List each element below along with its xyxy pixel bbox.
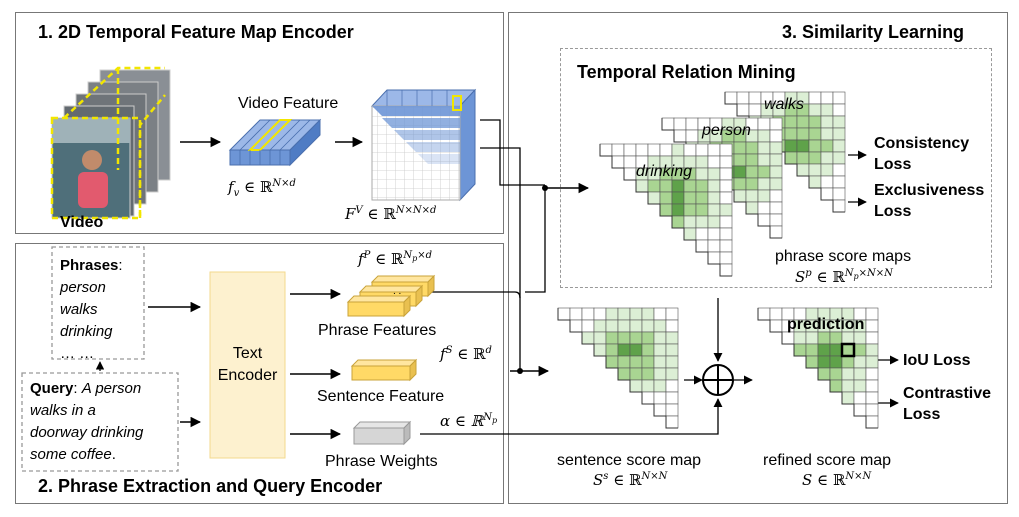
phrase-map-drinking	[599, 143, 733, 277]
text-encoder-box	[209, 271, 286, 459]
phrases-text: Phrases: person walks drinking … …	[60, 255, 123, 365]
person-shirt	[78, 172, 108, 208]
map-word-walks: walks	[764, 96, 805, 113]
phrase-extraction-panel	[15, 243, 504, 504]
phrase-score-maps-label: phrase score maps	[775, 248, 912, 265]
query-text: Query: A person walks in a doorway drink…	[30, 380, 144, 463]
map-word-drinking: drinking	[636, 163, 693, 180]
Ss-formula: Ss ∈ ℝN×N	[593, 471, 668, 489]
video-label: Video	[60, 214, 104, 231]
video-feature-label: Video Feature	[238, 95, 339, 112]
refined-score-map-label: refined score map	[763, 452, 892, 469]
sentence-score-map	[557, 307, 679, 429]
phrase-features-blocks: . .	[346, 274, 436, 318]
prediction-cell	[840, 342, 856, 358]
relation-mining-title: Temporal Relation Mining	[577, 62, 796, 82]
fv-formula: fv ∈ ℝN×d	[228, 178, 296, 199]
video-feature-bar	[228, 118, 322, 167]
query-box	[21, 372, 179, 472]
sentence-feature-block	[350, 358, 418, 382]
phrase-ellipsis: … …	[60, 345, 95, 362]
phrase-item-walks: walks	[60, 301, 98, 318]
iou-loss: IoU Loss	[903, 352, 971, 369]
fS-formula: fS ∈ ℝd	[440, 345, 492, 363]
temporal-relation-mining-box	[560, 48, 992, 288]
phrase-item-drinking: drinking	[60, 323, 113, 340]
phrase-weights-label: Phrase Weights	[325, 453, 438, 470]
FV-formula: FV ∈ ℝN×N×d	[345, 205, 437, 223]
svg-text:. .: . .	[393, 286, 401, 297]
sentence-feature-label: Sentence Feature	[317, 388, 445, 405]
similarity-panel-title: 3. Similarity Learning	[782, 22, 965, 42]
text-encoder-label: Text Encoder	[217, 345, 278, 384]
phrase-map-walks	[724, 91, 846, 213]
refined-score-map	[757, 307, 879, 429]
phrases-heading: Phrases	[60, 257, 119, 274]
phrase-features-label: Phrase Features	[318, 322, 437, 339]
fP-formula: fP ∈ ℝNp×d	[358, 250, 433, 268]
encoder-panel	[15, 12, 504, 234]
alpha-formula: α ∈ ℝNp	[440, 412, 498, 430]
phrase-panel-title: 2. Phrase Extraction and Query Encoder	[38, 476, 383, 496]
prediction-label: prediction	[787, 316, 865, 333]
video-frames	[50, 66, 171, 220]
Sp-formula: Sp ∈ ℝNp×N×N	[795, 268, 893, 286]
query-heading: Query	[30, 380, 74, 397]
2d-feature-map	[370, 88, 477, 202]
person-head	[82, 150, 102, 170]
similarity-learning-panel	[508, 12, 1008, 504]
sentence-score-map-label: sentence score map	[557, 452, 702, 469]
encoder-panel-title: 1. 2D Temporal Feature Map Encoder	[38, 22, 354, 42]
S-formula: S ∈ ℝN×N	[802, 471, 872, 489]
phrases-box	[51, 246, 145, 360]
phrase-weights-block	[352, 420, 412, 446]
map-word-person: person	[702, 122, 751, 139]
phrase-item-person: person	[60, 279, 106, 296]
fusion-plus-icon	[702, 364, 734, 396]
